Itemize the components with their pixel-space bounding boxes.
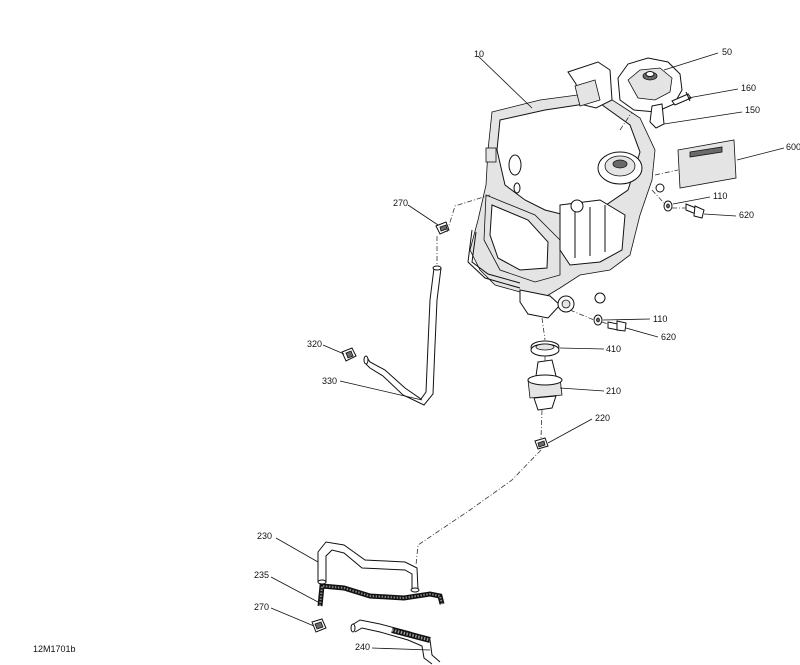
callout-110-lower: 110 bbox=[653, 314, 667, 324]
callout-410: 410 bbox=[606, 344, 621, 354]
hose-240 bbox=[350, 619, 441, 665]
washer-lower bbox=[593, 314, 603, 326]
callout-labels: 10 50 160 150 600 110 620 270 110 620 41… bbox=[254, 47, 800, 652]
callout-330: 330 bbox=[322, 376, 337, 386]
callout-620-upper: 620 bbox=[739, 210, 754, 220]
diagram-code: 12M1701b bbox=[33, 644, 76, 654]
hose-330 bbox=[363, 265, 442, 406]
hose-235 bbox=[317, 583, 445, 607]
hose-clamp-410 bbox=[530, 340, 560, 357]
reservoir-tank bbox=[467, 61, 665, 319]
screw-upper bbox=[685, 203, 705, 219]
valve-210 bbox=[527, 359, 563, 411]
callout-110-upper: 110 bbox=[713, 191, 727, 201]
hose-230 bbox=[317, 541, 420, 593]
callout-235: 235 bbox=[254, 570, 269, 580]
label-plate bbox=[677, 139, 737, 189]
callout-220: 220 bbox=[595, 413, 610, 423]
callout-600: 600 bbox=[786, 142, 800, 152]
callout-160: 160 bbox=[741, 83, 756, 93]
callout-240: 240 bbox=[355, 642, 370, 652]
callout-150: 150 bbox=[745, 105, 760, 115]
washer-upper bbox=[663, 200, 673, 212]
clip-270-lower bbox=[311, 618, 327, 633]
pressure-cap bbox=[617, 57, 683, 113]
clip-320 bbox=[341, 347, 357, 362]
assembly-lines bbox=[415, 111, 686, 566]
callout-210: 210 bbox=[606, 386, 621, 396]
retaining-pin bbox=[671, 91, 692, 106]
clip-220 bbox=[534, 437, 549, 450]
cap-bracket bbox=[649, 103, 665, 129]
callout-50: 50 bbox=[722, 47, 732, 57]
callout-270-lower: 270 bbox=[254, 602, 269, 612]
callout-620-lower: 620 bbox=[661, 332, 676, 342]
clip-270-upper bbox=[435, 221, 450, 235]
callout-230: 230 bbox=[257, 531, 272, 541]
callout-10: 10 bbox=[474, 49, 484, 59]
callout-270-upper: 270 bbox=[393, 198, 408, 208]
screw-lower bbox=[607, 320, 627, 332]
leader-lines bbox=[270, 52, 785, 651]
callout-320: 320 bbox=[307, 339, 322, 349]
